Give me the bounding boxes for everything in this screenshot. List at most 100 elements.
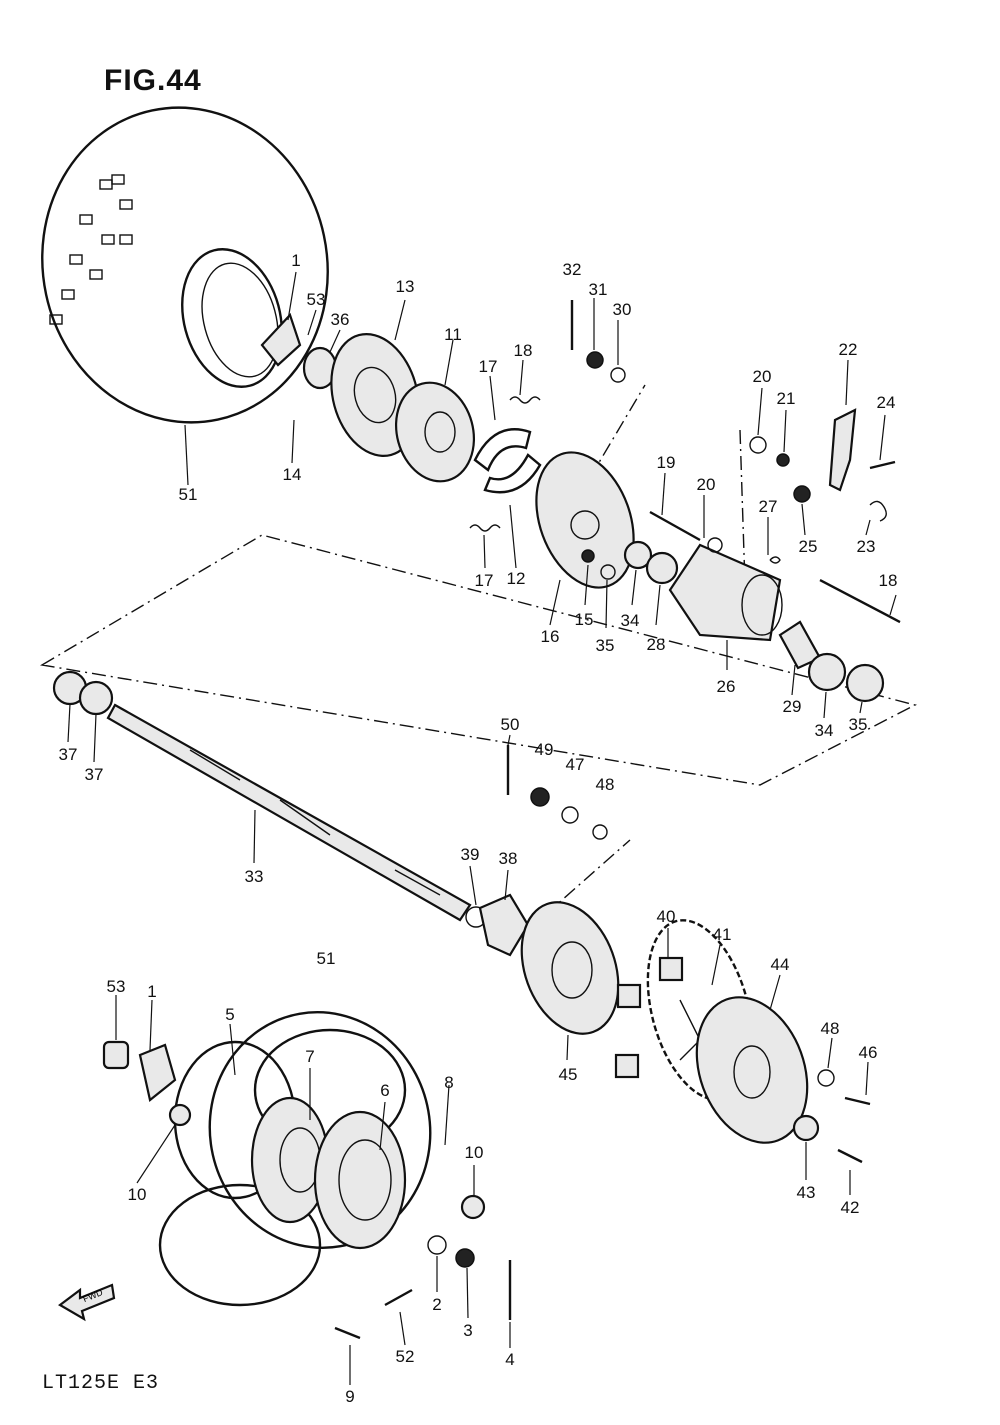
bolt-28 (819, 578, 901, 624)
brake-panel-12 (535, 451, 635, 589)
callout-3: 3 (463, 1321, 472, 1340)
callout-52: 52 (396, 1347, 415, 1366)
seal-35-left (623, 540, 653, 570)
nut-37-b (78, 680, 114, 716)
callout-36: 36 (331, 310, 350, 329)
pin-19 (649, 510, 701, 542)
bearing-34-left (645, 551, 679, 585)
nut-31 (586, 351, 604, 369)
callout-40: 40 (657, 907, 676, 926)
cam-lever-22 (828, 408, 857, 492)
circlip-20-upper (749, 436, 767, 454)
callout-27: 27 (759, 497, 778, 516)
callout-24: 24 (877, 393, 896, 412)
nut-43 (792, 1114, 820, 1142)
callout-47: 47 (566, 755, 585, 774)
callout-37: 37 (85, 765, 104, 784)
callout-34: 34 (815, 721, 834, 740)
callout-6: 6 (380, 1081, 389, 1100)
spring-23 (869, 500, 887, 522)
callout-34: 34 (621, 611, 640, 630)
circlip-20-lower (707, 537, 723, 553)
callout-14: 14 (283, 465, 302, 484)
bolt-46 (844, 1096, 871, 1106)
callout-8: 8 (444, 1073, 453, 1092)
leader-lines (67, 271, 897, 1385)
callout-1: 1 (147, 982, 156, 1001)
spring-18-lower (469, 524, 501, 532)
cap-53 (102, 1040, 130, 1070)
callout-43: 43 (797, 1183, 816, 1202)
sprocket-plate-44 (695, 996, 809, 1144)
callout-19: 19 (657, 453, 676, 472)
callout-48: 48 (821, 1019, 840, 1038)
valve-lower (138, 1043, 177, 1102)
axle-shaft-33 (106, 703, 472, 922)
callout-12: 12 (507, 569, 526, 588)
callout-17: 17 (479, 357, 498, 376)
callout-28: 28 (647, 635, 666, 654)
hub-11 (394, 381, 476, 483)
callout-46: 46 (859, 1043, 878, 1062)
callout-26: 26 (717, 677, 736, 696)
callout-10: 10 (128, 1185, 147, 1204)
callout-48: 48 (596, 775, 615, 794)
callout-23: 23 (857, 537, 876, 556)
washer-21 (776, 453, 790, 467)
callout-22: 22 (839, 340, 858, 359)
bolt-24 (869, 460, 896, 470)
callout-1: 1 (291, 251, 300, 270)
brake-shoes-17 (473, 428, 542, 494)
callout-53: 53 (307, 290, 326, 309)
damper-block (616, 983, 642, 1009)
callout-18: 18 (879, 571, 898, 590)
bolt-52 (384, 1288, 413, 1307)
callout-51: 51 (179, 485, 198, 504)
callout-53: 53 (107, 977, 126, 996)
callout-39: 39 (461, 845, 480, 864)
spring-18-upper (509, 396, 541, 404)
axle-housing-26 (668, 543, 783, 642)
callout-15: 15 (575, 610, 594, 629)
callout-45: 45 (559, 1065, 578, 1084)
rim-assembly (250, 1096, 407, 1250)
callout-4: 4 (505, 1350, 514, 1369)
callout-44: 44 (771, 955, 790, 974)
callout-2: 2 (432, 1295, 441, 1314)
seal-25 (793, 485, 811, 503)
model-label: LT125E E3 (42, 1372, 160, 1395)
callout-20: 20 (697, 475, 716, 494)
callout-35: 35 (596, 636, 615, 655)
callout-38: 38 (499, 849, 518, 868)
washer-48-lower (817, 1069, 835, 1087)
callout-51: 51 (317, 949, 336, 968)
seal-16 (581, 549, 595, 563)
callout-41: 41 (713, 925, 732, 944)
callout-35: 35 (849, 715, 868, 734)
nut-10-right (460, 1194, 486, 1220)
callout-21: 21 (777, 389, 796, 408)
spring-27 (769, 556, 781, 564)
callout-49: 49 (535, 740, 554, 759)
washer-2 (427, 1235, 447, 1255)
callout-7: 7 (305, 1047, 314, 1066)
figure-title: FIG.44 (104, 64, 202, 97)
fwd-arrow-icon: FWD (58, 1283, 116, 1322)
nut-3 (455, 1248, 475, 1268)
sprocket-plate-45 (520, 901, 620, 1035)
callout-9: 9 (345, 1387, 354, 1406)
bearing-34-right (807, 652, 847, 692)
callout-32: 32 (563, 260, 582, 279)
callout-30: 30 (613, 300, 632, 319)
valve-upper (260, 312, 302, 367)
bolt-42 (837, 1148, 863, 1164)
washer-48-upper (592, 824, 608, 840)
damper-40 (658, 956, 684, 982)
washer-47 (561, 806, 579, 824)
washer-15 (600, 564, 616, 580)
callout-13: 13 (396, 277, 415, 296)
damper-block-lower (614, 1053, 640, 1079)
callout-18: 18 (514, 341, 533, 360)
